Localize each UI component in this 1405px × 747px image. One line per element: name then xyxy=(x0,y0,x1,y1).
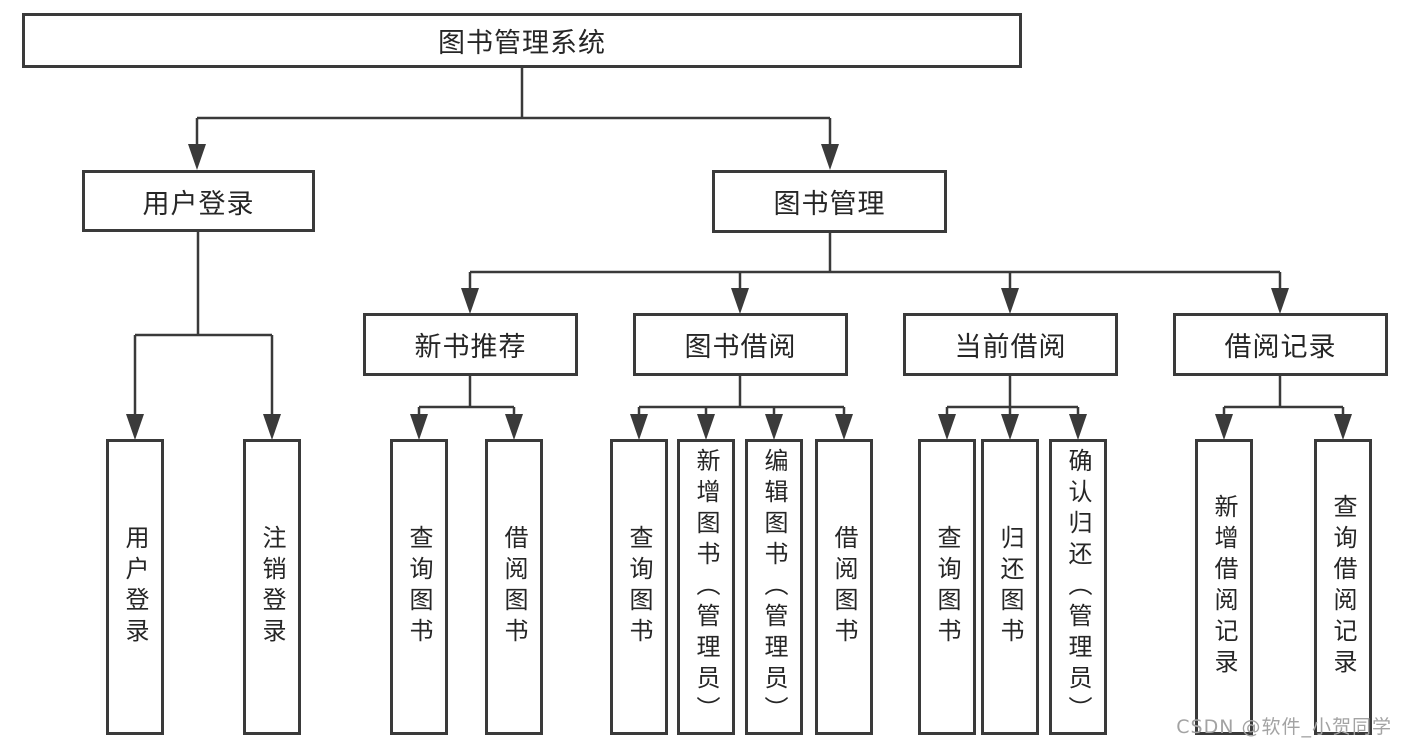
leaf-label: 借阅图书 xyxy=(830,525,858,649)
node-current-borrowing: 当前借阅 xyxy=(903,313,1118,376)
node-library-management-system: 图书管理系统 xyxy=(22,13,1022,68)
leaf-label: 查询借阅记录 xyxy=(1329,494,1357,680)
leaf-label: 确认归还（管理员） xyxy=(1064,447,1092,727)
node-borrowing-records: 借阅记录 xyxy=(1173,313,1388,376)
node-label: 用户登录 xyxy=(142,188,255,220)
leaf-logout: 注销登录 xyxy=(243,439,301,735)
node-new-book-recommendation: 新书推荐 xyxy=(363,313,578,376)
leaf-add-book-admin: 新增图书（管理员） xyxy=(677,439,735,735)
node-label: 新书推荐 xyxy=(414,332,527,363)
node-book-borrowing: 图书借阅 xyxy=(633,313,848,376)
node-label: 图书管理系统 xyxy=(438,28,606,59)
leaf-user-login: 用户登录 xyxy=(106,439,164,735)
node-user-login: 用户登录 xyxy=(82,170,315,232)
leaf-query-book-borrowing: 查询图书 xyxy=(610,439,668,735)
leaf-label: 查询图书 xyxy=(933,525,961,649)
leaf-label: 编辑图书（管理员） xyxy=(760,447,788,727)
node-label: 图书借阅 xyxy=(684,332,797,363)
node-label: 当前借阅 xyxy=(954,332,1067,363)
leaf-label: 新增借阅记录 xyxy=(1210,494,1238,680)
leaf-query-borrow-record: 查询借阅记录 xyxy=(1314,439,1372,735)
node-book-management: 图书管理 xyxy=(712,170,947,233)
leaf-borrow-book-borrowing: 借阅图书 xyxy=(815,439,873,735)
leaf-add-borrow-record: 新增借阅记录 xyxy=(1195,439,1253,735)
leaf-label: 归还图书 xyxy=(996,525,1024,649)
leaf-label: 新增图书（管理员） xyxy=(692,447,720,727)
leaf-borrow-book-recommend: 借阅图书 xyxy=(485,439,543,735)
node-label: 图书管理 xyxy=(773,189,886,220)
leaf-query-book-recommend: 查询图书 xyxy=(390,439,448,735)
leaf-confirm-return-admin: 确认归还（管理员） xyxy=(1049,439,1107,735)
leaf-label: 用户登录 xyxy=(121,525,149,649)
node-label: 借阅记录 xyxy=(1224,332,1337,363)
connector-segments xyxy=(133,68,1345,434)
leaf-edit-book-admin: 编辑图书（管理员） xyxy=(745,439,803,735)
leaf-label: 查询图书 xyxy=(625,525,653,649)
leaf-label: 注销登录 xyxy=(258,525,286,649)
leaf-label: 借阅图书 xyxy=(500,525,528,649)
csdn-watermark: CSDN @软件_小贺同学 xyxy=(1176,716,1392,738)
leaf-return-book: 归还图书 xyxy=(981,439,1039,735)
leaf-label: 查询图书 xyxy=(405,525,433,649)
leaf-query-book-current: 查询图书 xyxy=(918,439,976,735)
